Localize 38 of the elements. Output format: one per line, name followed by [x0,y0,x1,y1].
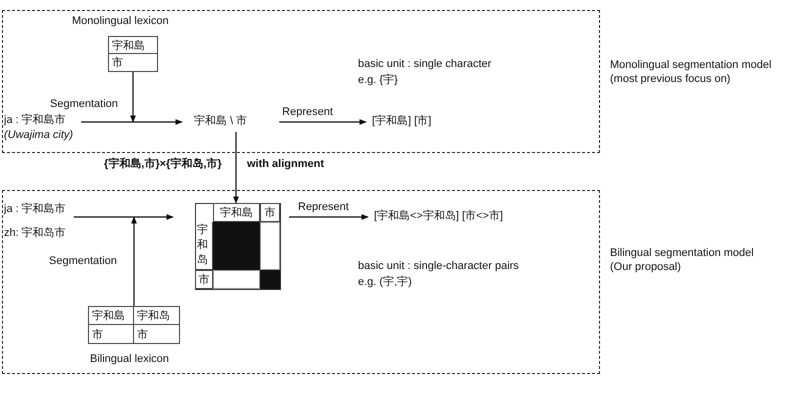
matrix-heading: 市 [195,270,213,289]
table-caption: Monolingual lexicon [72,14,169,28]
edge-label: Represent [281,106,334,119]
edge-label: Segmentation [49,98,119,111]
lexicon-entry: 宇和島 [88,306,134,325]
arrow [74,214,174,220]
arrow [289,214,369,220]
lexicon-entry: 市 [108,54,158,72]
model-title: Monolingual segmentation model (most previous focus on) [610,58,772,86]
text-line: [宇和島] [市] [372,114,432,128]
arrow [130,72,136,123]
arrow [81,119,183,125]
matrix-heading: 宇和岛 [197,223,209,268]
text-line: [宇和島<>宇和岛] [市<>市] [374,209,503,223]
lexicon-entry: 宇和島 [108,36,158,54]
text-line: 宇和島 \ 市 [194,114,248,128]
lexicon-entry: 市 [134,325,180,344]
arrow [279,119,367,125]
edge-label: with alignment [246,158,325,171]
note-text: basic unit : single-character pairs [358,259,519,273]
edge-label: Segmentation [48,254,118,268]
matrix-heading: 市 [260,203,280,222]
lexicon-entry: 宇和岛 [134,306,180,325]
arrow [233,132,239,204]
arrow [131,216,137,306]
text-line: (Uwajima city) [4,128,74,142]
text-line: ja : 宇和島市 [4,202,66,216]
matrix-heading: 宇和島 [213,203,260,222]
edge-label: Represent [297,201,350,214]
model-title: Bilingual segmentation model (Our proposal) [610,246,755,274]
note-text: e.g. (宇,宇) [358,275,412,289]
note-text: e.g. {宇} [358,73,398,87]
note-text: basic unit : single character [358,57,492,71]
note-text: {宇和島,市}×{宇和岛,市} [104,157,222,171]
text-line: ja : 宇和島市 [4,113,66,127]
lexicon-entry: 市 [88,325,134,344]
text-line: zh: 宇和岛市 [4,226,66,240]
table-caption: Bilingual lexicon [90,352,169,366]
